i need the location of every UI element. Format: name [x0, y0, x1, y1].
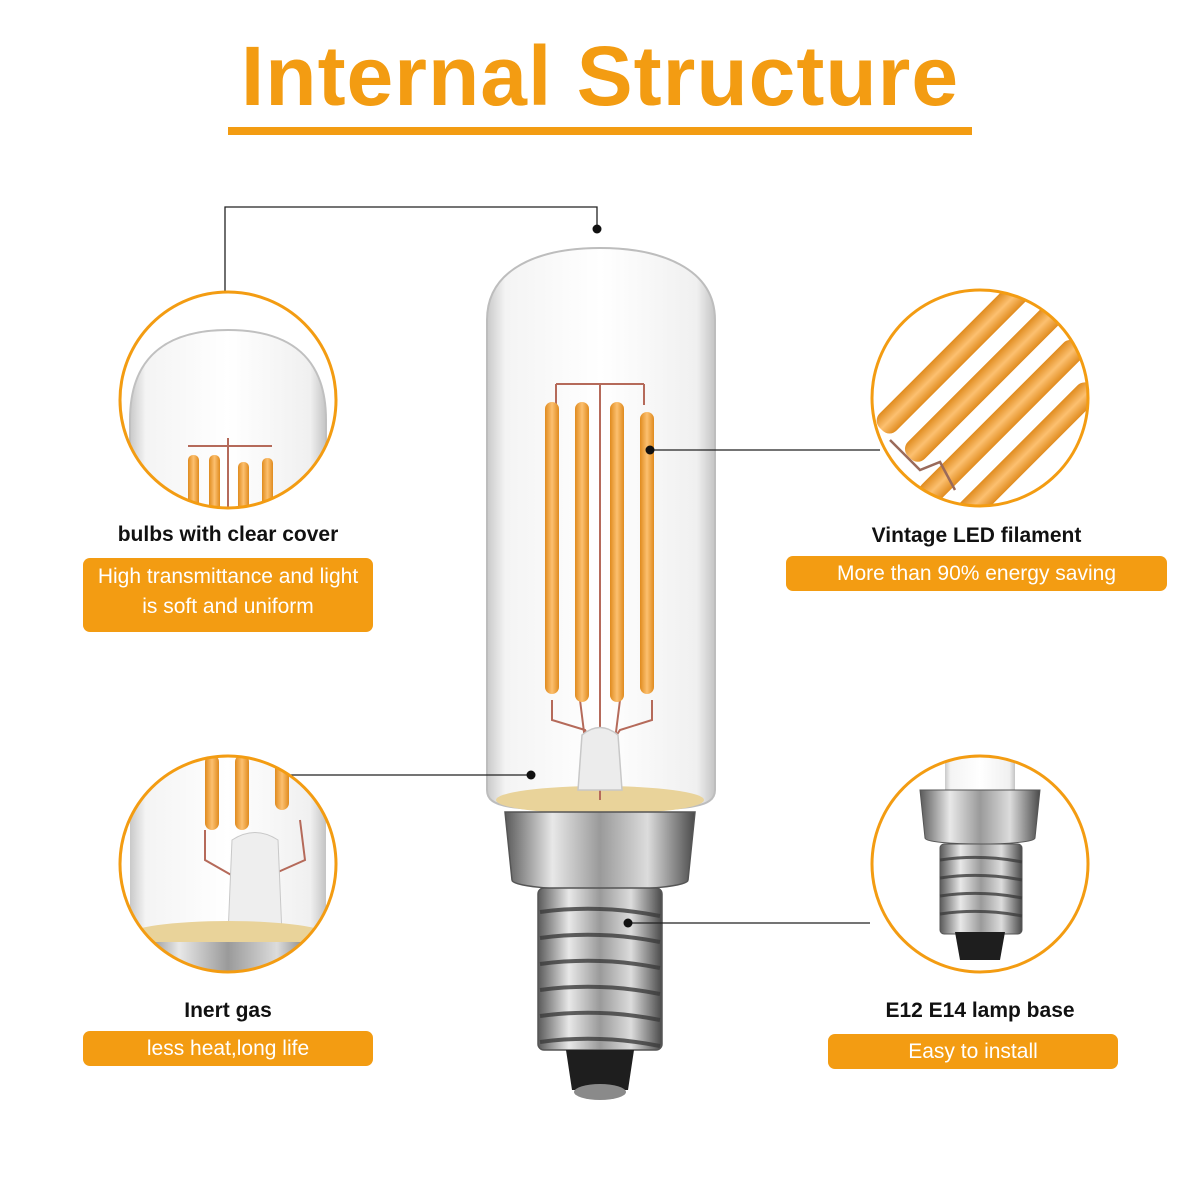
callout-lines	[224, 206, 880, 924]
zoom-circle-cover	[118, 290, 338, 510]
filament-label: Vintage LED filament	[871, 524, 1082, 547]
callout-dot	[526, 770, 536, 780]
led-filaments	[545, 402, 654, 702]
cover-label: bulbs with clear cover	[117, 523, 339, 546]
callout-dot	[623, 918, 633, 928]
zoom-circle-base	[870, 754, 1090, 974]
zoom-circle-gas	[118, 754, 338, 974]
zoom-circle-filament	[870, 288, 1090, 508]
gas-label: Inert gas	[184, 999, 272, 1022]
title-underline	[228, 127, 972, 135]
base-description: Easy to install	[828, 1034, 1118, 1069]
gas-description: less heat,long life	[83, 1031, 373, 1066]
callout-dot	[592, 224, 602, 234]
lamp-base	[504, 811, 696, 1100]
cover-description: High transmittance and light is soft and…	[83, 558, 373, 632]
base-label: E12 E14 lamp base	[885, 999, 1075, 1022]
page-title: Internal Structure	[240, 29, 960, 123]
filament-description: More than 90% energy saving	[786, 556, 1167, 591]
callout-dot	[645, 445, 655, 455]
